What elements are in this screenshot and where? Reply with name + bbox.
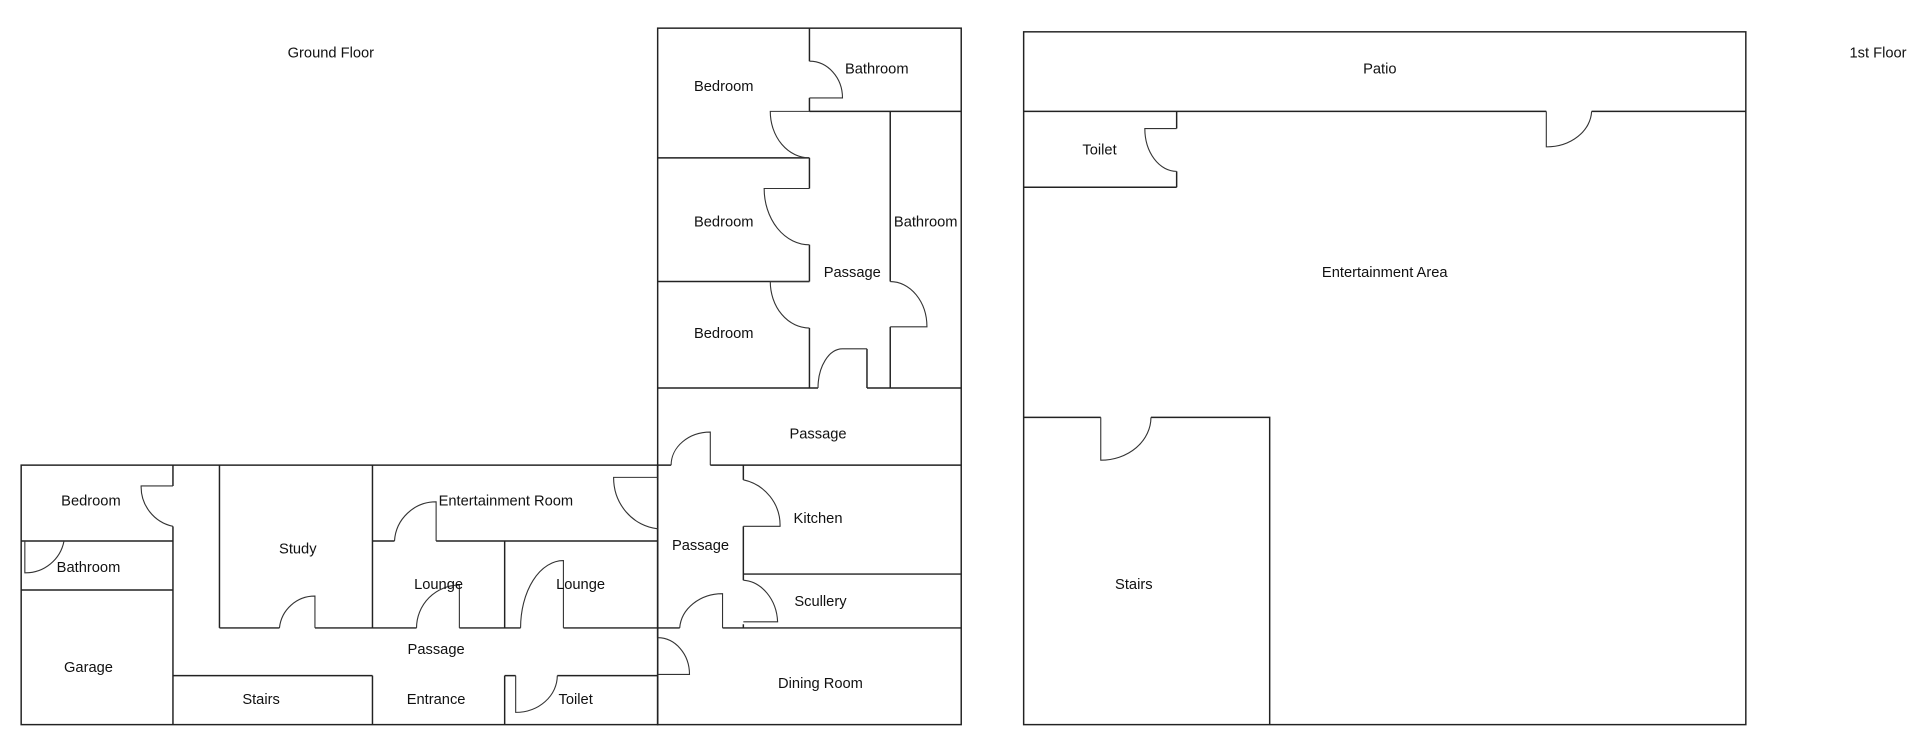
first-floor-walls [1022,31,1747,726]
room-label: Stairs [242,692,280,708]
ground-floor-doors [24,60,928,713]
door-lounge-1 [415,584,460,628]
door-bedroom-2 [763,187,810,246]
room-label: Bathroom [57,560,121,576]
room-label: Passage [672,538,729,554]
room-label: Passage [824,265,881,281]
room-label: Kitchen [794,511,843,527]
door-study [278,595,316,628]
room-label: Dining Room [778,676,863,692]
room-label: Scullery [794,594,847,610]
door-entertainment-passage [613,476,658,530]
ground-floor-walls [20,27,962,726]
door-toilet-upstairs [1144,127,1177,172]
door-lounge-2 [520,560,564,628]
room-label: Bathroom [845,62,909,78]
room-label: Bedroom [61,494,121,510]
door-bedroom-3 [769,280,810,329]
room-label: Passage [789,426,846,442]
door-bedroom-1 [769,110,810,159]
room-label: Toilet [559,692,593,708]
door-passage-center [679,593,724,628]
room-label: Entertainment Room [439,494,574,510]
room-label: Toilet [1082,142,1116,158]
first-floor-title: 1st Floor [1849,46,1906,62]
room-label: Lounge [556,577,605,593]
door-passage-top [670,431,711,466]
room-label: Lounge [414,577,463,593]
door-bathroom-right [890,280,928,328]
door-entertainment-room [393,501,437,542]
door-dining-room [657,637,691,675]
door-bedroom-left [140,485,174,527]
room-label: Garage [64,660,113,676]
door-passage-mid [817,348,867,389]
room-label: Patio [1363,62,1396,78]
ground-floor-title: Ground Floor [288,46,375,62]
room-label: Entrance [407,692,466,708]
room-label: Stairs [1115,577,1153,593]
room-label: Bathroom [894,215,958,231]
door-bathroom-left [24,540,65,574]
room-label: Bedroom [694,326,754,342]
door-scullery [743,579,779,623]
first-floor-doors [1100,111,1593,461]
door-kitchen [743,479,781,527]
door-entertainment-area [1545,111,1593,148]
room-label: Entertainment Area [1322,265,1448,281]
door-toilet [515,675,558,713]
door-bathroom-top [809,60,844,99]
door-stairs-upstairs [1100,417,1152,461]
room-label: Study [279,541,317,557]
room-label: Bedroom [694,79,754,95]
room-label: Passage [408,642,465,658]
room-label: Bedroom [694,215,754,231]
